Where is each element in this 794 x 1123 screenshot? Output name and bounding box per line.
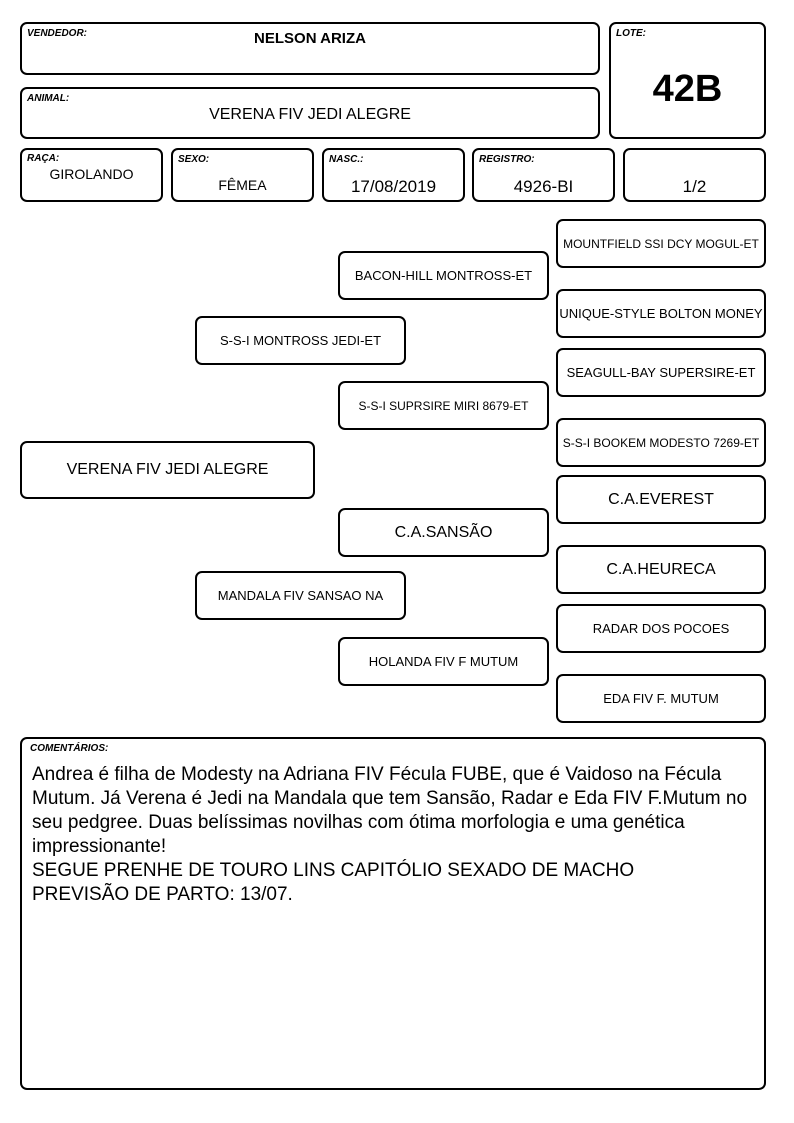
sire: S-S-I MONTROSS JEDI-ET bbox=[195, 316, 406, 365]
animal-value: VERENA FIV JEDI ALEGRE bbox=[209, 106, 411, 123]
comments-text-block: Andrea é filha de Modesty na Adriana FIV… bbox=[32, 763, 754, 907]
vendedor-box: VENDEDOR: NELSON ARIZA bbox=[20, 22, 600, 75]
vendedor-value: NELSON ARIZA bbox=[254, 30, 366, 47]
sexo-label: SEXO: bbox=[178, 154, 210, 165]
raca-value: GIROLANDO bbox=[49, 166, 134, 182]
ggp-8: EDA FIV F. MUTUM bbox=[556, 674, 766, 723]
comments-line-2: SEGUE PRENHE DE TOURO LINS CAPITÓLIO SEX… bbox=[32, 860, 635, 881]
fraction-value: 1/2 bbox=[682, 177, 707, 196]
fraction-box: 1/2 bbox=[623, 148, 766, 202]
ggp-2: UNIQUE-STYLE BOLTON MONEY bbox=[556, 289, 766, 338]
ggp-4: S-S-I BOOKEM MODESTO 7269-ET bbox=[556, 418, 766, 467]
ggp-1: MOUNTFIELD SSI DCY MOGUL-ET bbox=[556, 219, 766, 268]
sexo-value: FÊMEA bbox=[218, 177, 267, 193]
grandsire-paternal: BACON-HILL MONTROSS-ET bbox=[338, 251, 549, 300]
comments-paragraph: Andrea é filha de Modesty na Adriana FIV… bbox=[32, 764, 748, 857]
animal-box: ANIMAL: VERENA FIV JEDI ALEGRE bbox=[20, 87, 600, 139]
comments-box: COMENTÁRIOS: Andrea é filha de Modesty n… bbox=[20, 737, 766, 1090]
nasc-label: NASC.: bbox=[329, 154, 364, 165]
pedigree-animal: VERENA FIV JEDI ALEGRE bbox=[20, 441, 315, 499]
grandsire-maternal: C.A.SANSÃO bbox=[338, 508, 549, 557]
raca-label: RAÇA: bbox=[27, 153, 60, 164]
lote-value: 42B bbox=[652, 68, 723, 110]
comments-label: COMENTÁRIOS: bbox=[30, 743, 109, 754]
raca-box: RAÇA: GIROLANDO bbox=[20, 148, 163, 202]
granddam-paternal: S-S-I SUPRSIRE MIRI 8679-ET bbox=[338, 381, 549, 430]
ggp-6: C.A.HEURECA bbox=[556, 545, 766, 594]
lote-label: LOTE: bbox=[616, 28, 646, 39]
registro-label: REGISTRO: bbox=[479, 154, 535, 165]
ggp-7: RADAR DOS POCOES bbox=[556, 604, 766, 653]
dam: MANDALA FIV SANSAO NA bbox=[195, 571, 406, 620]
ggp-3: SEAGULL-BAY SUPERSIRE-ET bbox=[556, 348, 766, 397]
registro-value: 4926-BI bbox=[513, 177, 574, 196]
lote-box: LOTE: 42B bbox=[609, 22, 766, 139]
animal-label: ANIMAL: bbox=[27, 93, 70, 104]
comments-line-3: PREVISÃO DE PARTO: 13/07. bbox=[32, 884, 293, 905]
sexo-box: SEXO: FÊMEA bbox=[171, 148, 314, 202]
granddam-maternal: HOLANDA FIV F MUTUM bbox=[338, 637, 549, 686]
vendedor-label: VENDEDOR: bbox=[27, 28, 88, 39]
nasc-value: 17/08/2019 bbox=[350, 177, 437, 196]
registro-box: REGISTRO: 4926-BI bbox=[472, 148, 615, 202]
nasc-box: NASC.: 17/08/2019 bbox=[322, 148, 465, 202]
ggp-5: C.A.EVEREST bbox=[556, 475, 766, 524]
